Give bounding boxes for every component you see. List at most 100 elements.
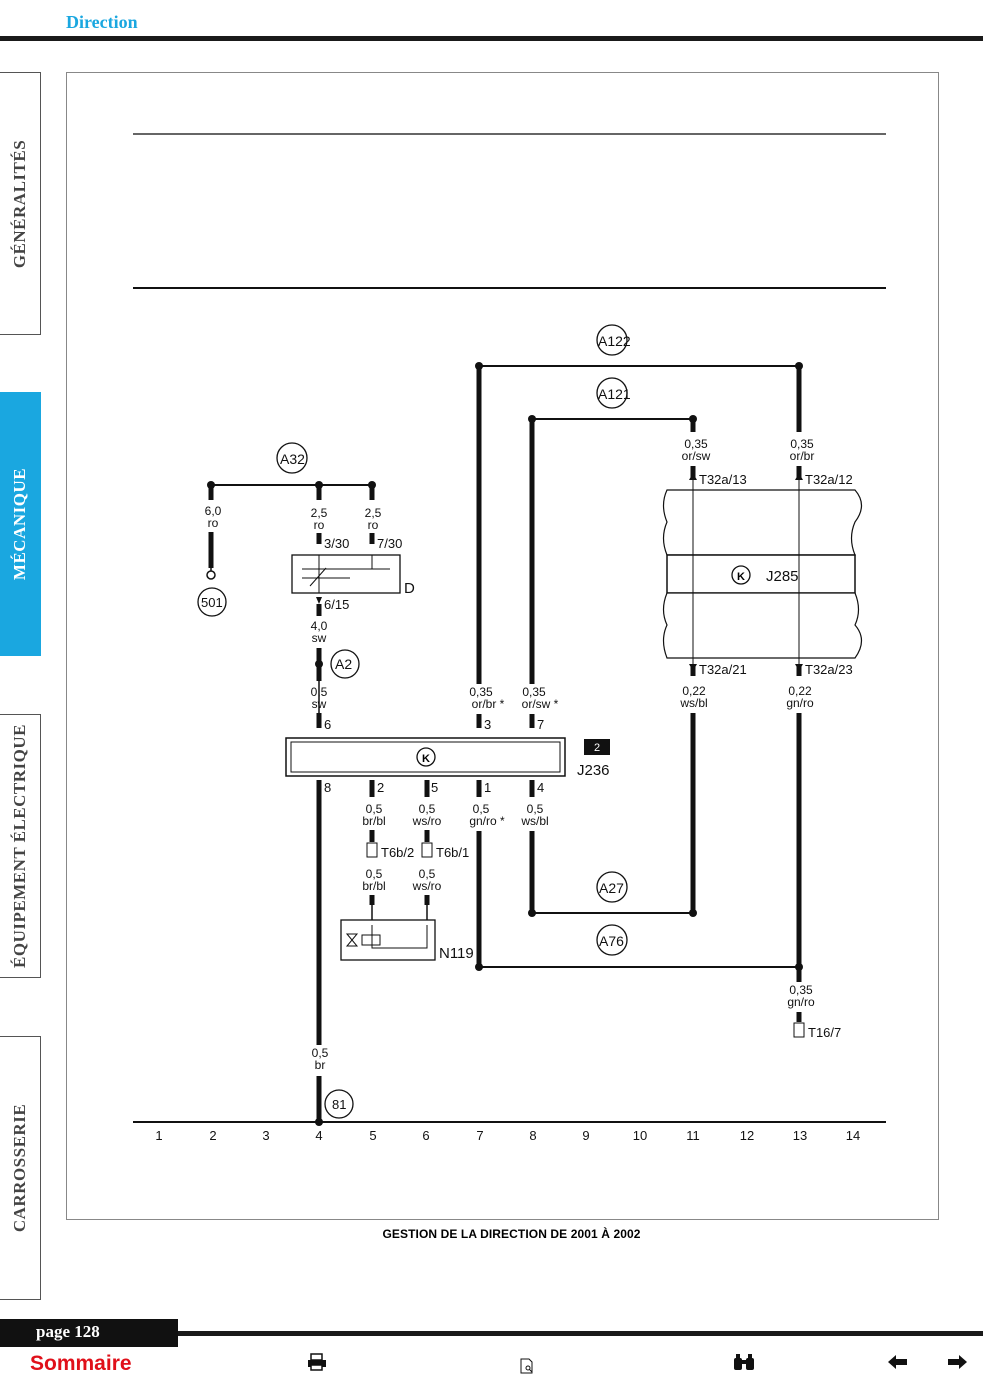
wire-color: sw bbox=[312, 697, 327, 711]
wire-size: 2,5 bbox=[365, 506, 382, 520]
wire-color: or/sw bbox=[682, 449, 711, 463]
svg-text:K: K bbox=[737, 571, 745, 583]
wire-color: gn/ro * bbox=[469, 814, 505, 828]
wire-color: ws/bl bbox=[679, 696, 707, 710]
pin-label: 3/30 bbox=[324, 536, 349, 551]
wire-color: br/bl bbox=[362, 879, 385, 893]
wire-color: sw bbox=[312, 631, 327, 645]
footer-rule bbox=[178, 1331, 983, 1336]
wire-size: 0,22 bbox=[682, 684, 706, 698]
wire-size: 0,35 bbox=[789, 983, 813, 997]
wire-size: 0,5 bbox=[473, 802, 490, 816]
wire-color: or/br bbox=[790, 449, 815, 463]
wire-color: or/sw * bbox=[522, 697, 559, 711]
wire-size: 0,22 bbox=[788, 684, 812, 698]
grid-number: 7 bbox=[476, 1128, 483, 1143]
pin-label: 7/30 bbox=[377, 536, 402, 551]
grid-number: 14 bbox=[846, 1128, 860, 1143]
printer-icon[interactable] bbox=[306, 1353, 328, 1377]
diagram-frame bbox=[66, 72, 939, 1220]
connector-a2: A2 bbox=[335, 656, 352, 672]
component-j285: J285 bbox=[766, 568, 799, 585]
diagram-caption: GESTION DE LA DIRECTION DE 2001 À 2002 bbox=[0, 1227, 983, 1241]
arrow-right-icon[interactable] bbox=[947, 1353, 967, 1376]
wire-color: br bbox=[315, 1058, 326, 1072]
tab-mecanique[interactable]: MÉCANIQUE bbox=[0, 392, 41, 656]
pin-label: T32a/13 bbox=[699, 472, 747, 487]
wire-color: ro bbox=[208, 516, 219, 530]
badge-2: 2 bbox=[594, 742, 600, 754]
pin-label: T32a/12 bbox=[805, 472, 853, 487]
grid-number: 11 bbox=[686, 1128, 700, 1143]
wire-color: br/bl bbox=[362, 814, 385, 828]
tab-generalites[interactable]: GÉNÉRALITÉS bbox=[0, 72, 41, 335]
pin-label: 5 bbox=[431, 780, 438, 795]
grid-number: 13 bbox=[793, 1128, 807, 1143]
header-rule bbox=[0, 36, 983, 41]
grid-number: 6 bbox=[422, 1128, 429, 1143]
connector-a122: A122 bbox=[598, 333, 631, 349]
wire-color: or/br * bbox=[472, 697, 505, 711]
pin-label: 6 bbox=[324, 717, 331, 732]
wire-size: 0,35 bbox=[522, 685, 546, 699]
component-n119: N119 bbox=[439, 945, 474, 962]
wire-color: ws/ro bbox=[412, 879, 442, 893]
connector-a32: A32 bbox=[280, 451, 305, 467]
wire-size: 0,5 bbox=[527, 802, 544, 816]
binoculars-icon[interactable] bbox=[732, 1353, 756, 1377]
pin-label: 2 bbox=[377, 780, 384, 795]
grid-number: 8 bbox=[529, 1128, 536, 1143]
wire-size: 0,5 bbox=[366, 802, 383, 816]
pin-label: T16/7 bbox=[808, 1025, 841, 1040]
grid-number: 3 bbox=[262, 1128, 269, 1143]
wire-color: ro bbox=[368, 518, 379, 532]
grid-number: 5 bbox=[369, 1128, 376, 1143]
grid-number: 12 bbox=[740, 1128, 754, 1143]
wire-size: 0,35 bbox=[684, 437, 708, 451]
page-number: page 128 bbox=[0, 1319, 178, 1347]
arrow-left-icon[interactable] bbox=[888, 1353, 908, 1376]
wire-size: 0,5 bbox=[419, 867, 436, 881]
wire-color: gn/ro bbox=[787, 995, 815, 1009]
tab-carrosserie[interactable]: CARROSSERIE bbox=[0, 1036, 41, 1300]
sommaire-link[interactable]: Sommaire bbox=[30, 1352, 132, 1375]
grid-number: 4 bbox=[315, 1128, 322, 1143]
wire-size: 2,5 bbox=[311, 506, 328, 520]
pin-label: 7 bbox=[537, 717, 544, 732]
grid-number: 1 bbox=[155, 1128, 162, 1143]
wire-size: 4,0 bbox=[311, 619, 328, 633]
document-icon[interactable] bbox=[520, 1357, 534, 1380]
wire-size: 0,5 bbox=[312, 1046, 329, 1060]
wire-color: ws/bl bbox=[520, 814, 548, 828]
connector-a27: A27 bbox=[599, 880, 624, 896]
pin-label: T6b/1 bbox=[436, 845, 469, 860]
grid-number: 9 bbox=[582, 1128, 589, 1143]
connector-a76: A76 bbox=[599, 933, 624, 949]
connector-81: 81 bbox=[332, 1097, 346, 1112]
wire-size: 0,35 bbox=[469, 685, 493, 699]
component-d: D bbox=[404, 580, 415, 597]
connector-501: 501 bbox=[201, 595, 223, 610]
pin-label: 8 bbox=[324, 780, 331, 795]
grid-number: 2 bbox=[209, 1128, 216, 1143]
pin-label: T32a/21 bbox=[699, 662, 747, 677]
wire-size: 6,0 bbox=[205, 504, 222, 518]
tab-equipement-electrique[interactable]: ÉQUIPEMENT ÉLECTRIQUE bbox=[0, 714, 41, 978]
wire-size: 0,5 bbox=[366, 867, 383, 881]
pin-label: 1 bbox=[484, 780, 491, 795]
wire-color: gn/ro bbox=[786, 696, 814, 710]
wire-color: ro bbox=[314, 518, 325, 532]
wire-color: ws/ro bbox=[412, 814, 442, 828]
wire-size: 0,35 bbox=[790, 437, 814, 451]
wire-size: 0,5 bbox=[311, 685, 328, 699]
pin-label: T32a/23 bbox=[805, 662, 853, 677]
pin-label: T6b/2 bbox=[381, 845, 414, 860]
section-title: Direction bbox=[66, 12, 138, 32]
pin-label: 3 bbox=[484, 717, 491, 732]
component-j236: J236 bbox=[577, 762, 610, 779]
svg-text:K: K bbox=[422, 753, 430, 765]
pin-label: 4 bbox=[537, 780, 544, 795]
pin-label: 6/15 bbox=[324, 597, 349, 612]
connector-a121: A121 bbox=[598, 386, 631, 402]
